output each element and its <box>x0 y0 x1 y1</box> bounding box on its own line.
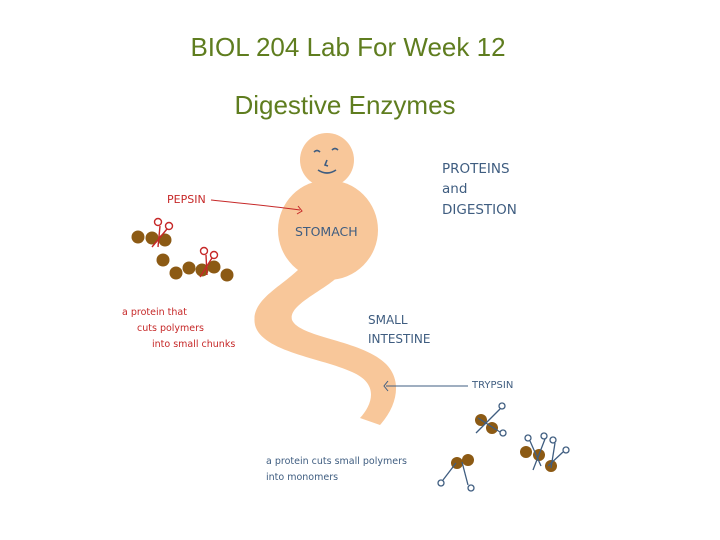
amino-acid <box>131 230 145 244</box>
pepsin-note-line-1: a protein that <box>122 307 187 318</box>
intestine-tube <box>254 268 397 425</box>
pepsin-pointer <box>210 199 301 211</box>
amino-acid <box>195 263 209 277</box>
amino-acid <box>158 233 172 247</box>
trypsin-note-line-2: into monomers <box>266 472 338 483</box>
amino-acid <box>520 446 532 458</box>
trypsin-molecules <box>451 414 557 472</box>
amino-acid <box>207 260 221 274</box>
amino-acid <box>156 253 170 267</box>
heading-line-1: PROTEINS <box>442 161 510 177</box>
heading-line-2: and <box>442 181 467 197</box>
slide-subtitle: Digestive Enzymes <box>234 90 456 120</box>
stomach-label: STOMACH <box>295 224 358 239</box>
small-intestine-line-1: SMALL <box>368 313 408 327</box>
small-intestine-line-2: INTESTINE <box>368 332 430 346</box>
stomach-shape <box>278 180 378 280</box>
pepsin-protein-chains <box>131 230 234 282</box>
trypsin-arrowhead <box>383 380 389 392</box>
digestive-body <box>254 133 397 425</box>
amino-acid <box>220 268 234 282</box>
amino-acid <box>169 266 183 280</box>
trypsin-scissors-icon <box>437 402 570 492</box>
pointer-lines <box>210 199 468 392</box>
trypsin-note-line-1: a protein cuts small polymers <box>266 456 407 467</box>
pepsin-note-line-3: into small chunks <box>152 339 235 350</box>
heading-line-3: DIGESTION <box>442 202 517 218</box>
pepsin-label: PEPSIN <box>167 193 206 206</box>
amino-acid <box>145 231 159 245</box>
trypsin-label: TRYPSIN <box>471 380 513 391</box>
pepsin-scissors-icon <box>151 217 219 278</box>
face <box>313 147 339 174</box>
labels: PROTEINS and DIGESTION STOMACH PEPSIN SM… <box>122 161 517 483</box>
slide-title: BIOL 204 Lab For Week 12 <box>190 32 506 62</box>
pepsin-note-line-2: cuts polymers <box>137 323 204 334</box>
amino-acid <box>182 261 196 275</box>
pepsin-arrowhead <box>296 205 303 215</box>
amino-acid <box>462 454 474 466</box>
